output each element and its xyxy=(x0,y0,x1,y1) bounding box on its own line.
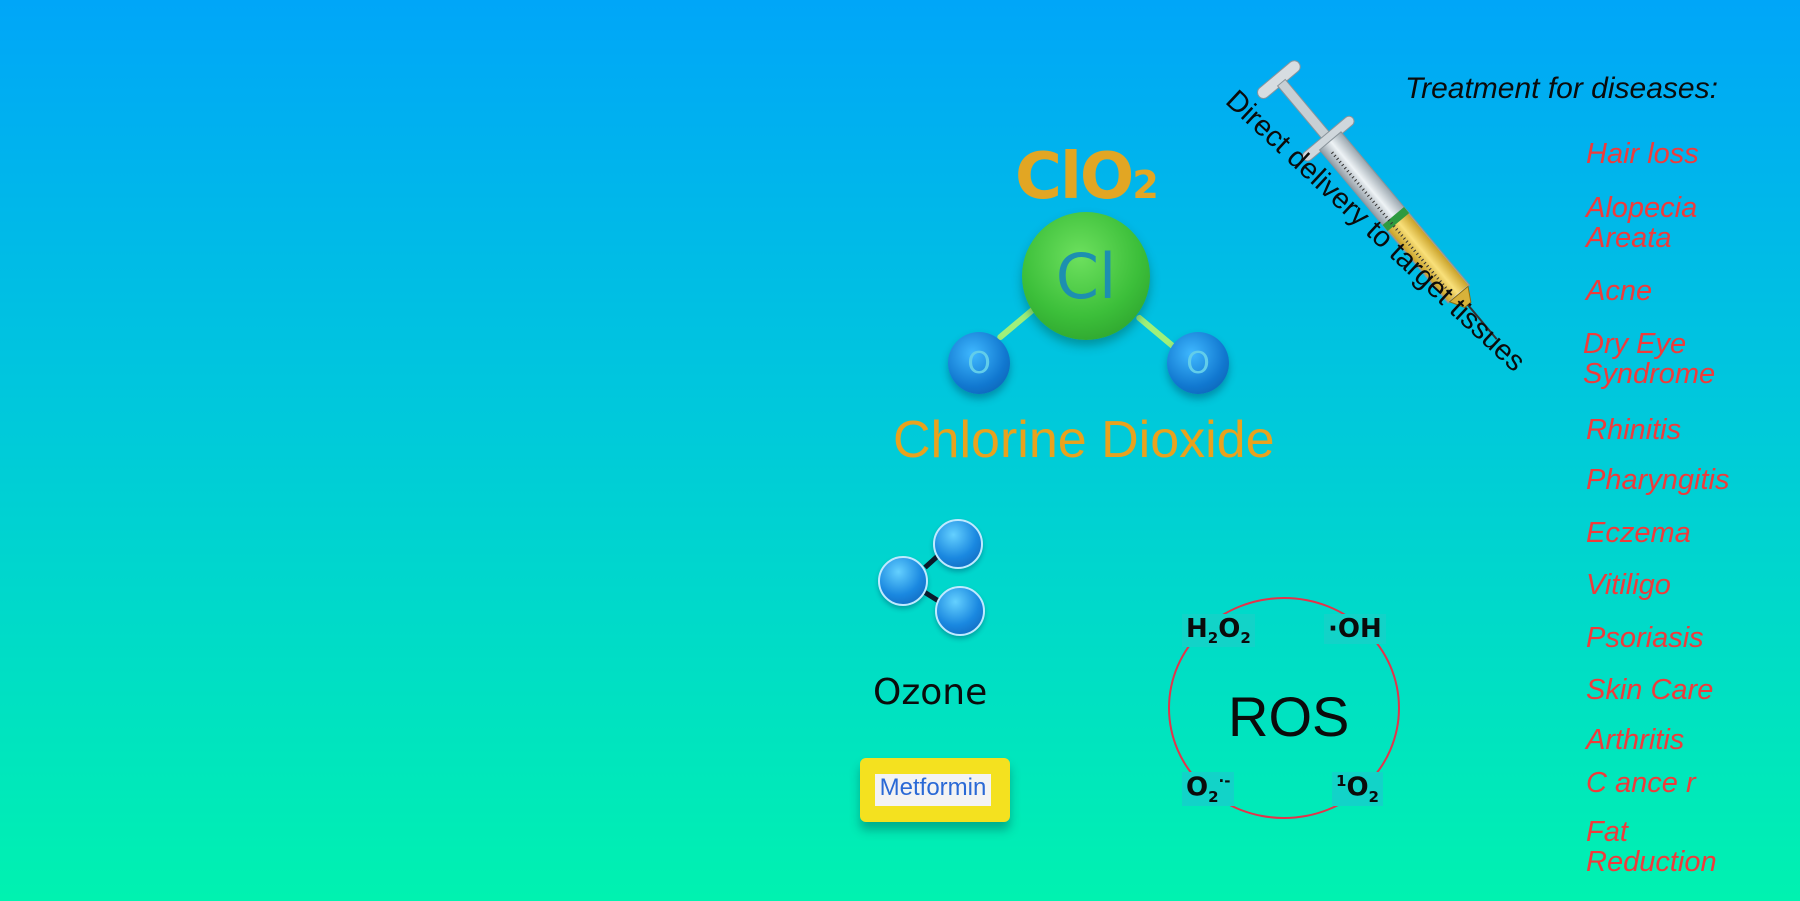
clo2-formula: ClO2 xyxy=(1015,140,1159,214)
oxygen-atom-right: O xyxy=(1167,332,1229,394)
chlorine-label: Cl xyxy=(1055,239,1117,313)
metformin-button[interactable]: Metformin xyxy=(860,758,1010,822)
ozone-atom-top xyxy=(933,519,983,569)
disease-item: Alopecia Areata xyxy=(1586,192,1698,254)
disease-item: C ance r xyxy=(1586,767,1696,799)
singlet-sub: 2 xyxy=(1368,787,1379,806)
ozone-atom-bottom xyxy=(935,586,985,636)
disease-item: Pharyngitis xyxy=(1586,464,1730,496)
disease-item: Arthritis xyxy=(1586,724,1685,756)
singlet-sup: 1 xyxy=(1336,772,1347,790)
disease-item: Skin Care xyxy=(1586,674,1714,706)
disease-item: Hair loss xyxy=(1586,138,1699,170)
disease-item: Rhinitis xyxy=(1586,414,1682,446)
disease-item: Fat Reduction xyxy=(1586,816,1717,878)
chemical-name: Chlorine Dioxide xyxy=(893,411,1275,469)
formula-main: ClO xyxy=(1015,140,1134,214)
chlorine-atom: Cl xyxy=(1022,212,1150,340)
treatment-title: Treatment for diseases: xyxy=(1405,72,1718,105)
h2o2-o: O xyxy=(1218,614,1241,644)
superoxide-sup: ·- xyxy=(1218,772,1231,790)
metformin-label: Metformin xyxy=(875,774,991,806)
disease-item: Dry Eye Syndrome xyxy=(1583,328,1716,390)
disease-item: Eczema xyxy=(1586,517,1691,549)
disease-item: Psoriasis xyxy=(1586,622,1704,654)
formula-subscript: 2 xyxy=(1132,163,1158,207)
superoxide-o: O xyxy=(1186,772,1209,803)
superoxide-sub: 2 xyxy=(1208,787,1219,806)
ozone-label: Ozone xyxy=(873,672,988,713)
oxygen-atom-left: O xyxy=(948,332,1010,394)
disease-item: Vitiligo xyxy=(1586,569,1671,601)
ros-superoxide: O2·- xyxy=(1182,772,1235,806)
ros-singlet-oxygen: 1O2 xyxy=(1332,772,1383,806)
ros-hydroxyl: ·OH xyxy=(1324,614,1386,644)
ozone-atom-left xyxy=(878,556,928,606)
h2o2-o-sub: 2 xyxy=(1240,629,1251,648)
ros-ring xyxy=(1168,597,1400,819)
ros-h2o2: H2O2 xyxy=(1182,614,1255,648)
ros-label: ROS xyxy=(1228,685,1350,748)
oxygen-label-left: O xyxy=(967,345,991,381)
syringe-icon xyxy=(1257,60,1498,340)
singlet-o: O xyxy=(1346,772,1369,803)
disease-item: Acne xyxy=(1586,275,1653,307)
h2o2-h-sub: 2 xyxy=(1207,629,1219,648)
oxygen-label-right: O xyxy=(1186,345,1210,381)
h2o2-h: H xyxy=(1186,614,1208,644)
